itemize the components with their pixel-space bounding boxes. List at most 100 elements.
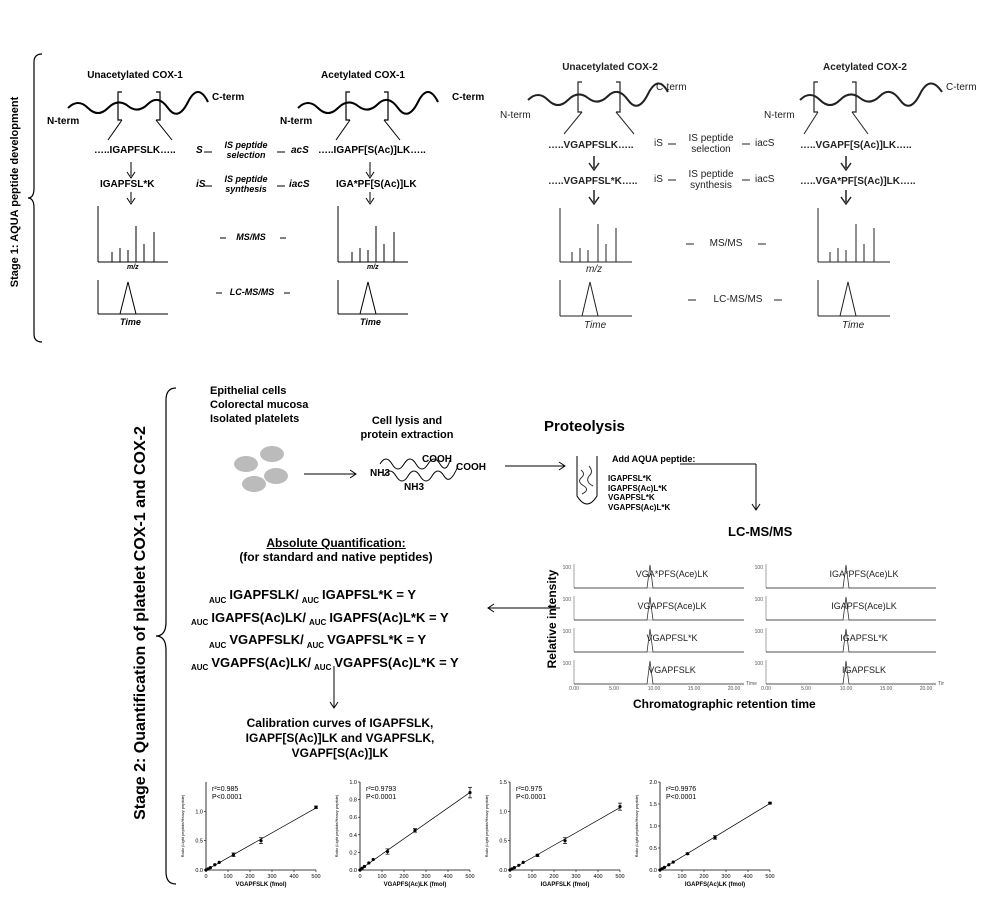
cal-data-point (259, 839, 263, 843)
cox2-ac-peptide: …..VGAPF[S(Ac)]LK….. (800, 140, 912, 151)
cal-x-tick-label: 300 (571, 874, 580, 880)
cal-x-tick-label: 500 (311, 874, 320, 880)
cox2-nterm-left: N-term (500, 110, 531, 121)
chrom-xtick: 0.00 (761, 686, 771, 692)
cal-x-label: IGAPFSLK (fmol) (541, 882, 590, 888)
add-aqua-label: Add AQUA peptide: (612, 454, 696, 464)
arrow-to-calibration (329, 666, 339, 709)
cal-y-tick-label: 0.4 (349, 833, 357, 839)
chrom-xtick: 10.00 (648, 686, 661, 692)
equation-standard: VGAPFSL*K = Y (327, 632, 427, 648)
abs-title: Absolute Quantification: (266, 536, 406, 550)
cal-y-tick-label: 1.0 (649, 824, 657, 830)
auc-subscript: AUC (209, 640, 227, 650)
cal-y-tick-label: 1.0 (195, 809, 203, 815)
cal-x-tick-label: 400 (743, 874, 752, 880)
auc-subscript: AUC (191, 663, 209, 673)
chrom-peak (574, 596, 744, 621)
chrom-time-label: Time (938, 681, 944, 687)
cox2-unac-peptide: …..VGAPFSLK….. (548, 140, 634, 151)
chrom-peak (574, 564, 744, 589)
cox1-mz-left: m/z (127, 264, 139, 271)
sample-epithelial: Epithelial cells (210, 385, 287, 397)
cox1-step-msms: MS/MS (236, 232, 266, 242)
cox2-iacs-a: iacS (755, 138, 775, 149)
chrom-xtick: 0.00 (569, 686, 579, 692)
chrom-trace-label: VGAPFSL*K (646, 633, 697, 643)
cox1-unac-title: Unacetylated COX-1 (87, 70, 183, 81)
chrom-ylabel: Relative intensity (545, 569, 559, 669)
sample-colorectal: Colorectal mucosa (210, 399, 309, 411)
chrom-ytick-100: 100 (755, 597, 764, 603)
equation-native: IGAPFSLK/ (229, 587, 299, 602)
cal-x-tick-label: 200 (549, 874, 558, 880)
cal-y-tick-label: 1.5 (649, 802, 657, 808)
cal-r2-annotation: r²=0.985 (212, 786, 238, 793)
chrom-ytick-100: 100 (563, 597, 572, 603)
chrom-peak (766, 596, 936, 621)
stage2-brace (155, 387, 177, 885)
chrom-xtick: 5.00 (801, 686, 811, 692)
cox1-iacs: iacS (289, 179, 310, 190)
cox1-step-selection: IS peptide selection (224, 140, 268, 160)
cox1-time-left: Time (120, 317, 141, 327)
cal-y-tick-label: 0.0 (349, 868, 357, 874)
proteolysis-label: Proteolysis (544, 418, 625, 435)
chrom-trace-label: IGA*PFS(Ace)LK (829, 569, 898, 579)
cox2-ac-is: …..VGA*PF[S(Ac)]LK….. (800, 176, 916, 187)
cal-y-tick-label: 1.0 (349, 780, 357, 786)
cal-data-point (535, 853, 540, 857)
cal-x-tick-label: 200 (245, 874, 254, 880)
calibration-title: Calibration curves of IGAPFSLK, IGAPF[S(… (245, 716, 435, 760)
abs-quant-title: Absolute Quantification: (for standard a… (196, 536, 476, 564)
cal-y-label: Ratio (Light peptide/Heavy peptide) (180, 794, 185, 857)
cal-x-tick-label: 100 (527, 874, 536, 880)
cal-y-tick-label: 1.5 (499, 780, 507, 786)
chrom-trace-label: IGAPFS(Ace)LK (831, 601, 897, 611)
cal-x-tick-label: 0 (658, 874, 661, 880)
cox2-step-msms: MS/MS (709, 238, 743, 249)
cox1-ac-title: Acetylated COX-1 (321, 70, 405, 81)
cox2-is-b: iS (654, 174, 663, 185)
cal-r2-annotation: r²=0.9976 (666, 786, 696, 793)
cox2-schematic (527, 81, 943, 317)
cal-p-annotation: P<0.0001 (666, 794, 696, 801)
cal-data-point (362, 864, 366, 869)
cox2-time-left: Time (584, 320, 607, 331)
cal-data-point (512, 866, 516, 870)
stage1-label: Stage 1: AQUA peptide development (9, 96, 21, 288)
cox2-is-a: iS (654, 138, 663, 149)
cal-data-point (685, 852, 690, 856)
cal-data-point (371, 857, 375, 862)
chrom-xtick: 15.00 (688, 686, 701, 692)
auc-subscript: AUC (209, 595, 227, 605)
cal-x-tick-label: 400 (443, 874, 452, 880)
cox1-step-synthesis: IS peptide synthesis (224, 174, 268, 194)
equation-standard: IGAPFSL*K = Y (322, 587, 417, 602)
cal-data-point (358, 868, 362, 872)
cal-y-tick-label: 0.0 (195, 868, 203, 874)
chrom-peak (766, 564, 936, 589)
cal-x-label: IGAPFS(Ac)LK (fmol) (685, 882, 745, 888)
cal-y-label: Ratio (Light peptide/Heavy peptide) (484, 794, 489, 857)
arrow-from-chrom (487, 603, 560, 613)
cal-x-tick-label: 300 (267, 874, 276, 880)
cal-y-tick-label: 1.0 (499, 809, 507, 815)
cox1-cterm-left: C-term (212, 92, 245, 103)
cal-data-point (314, 805, 318, 809)
cox1-ac-is: IGA*PF[S(Ac)]LK (336, 179, 417, 190)
aqua-item: VGAPFSL*K (608, 493, 655, 502)
cal-p-annotation: P<0.0001 (516, 794, 546, 801)
cox1-time-right: Time (360, 317, 381, 327)
cox2-iacs-b: iacS (755, 174, 775, 185)
cal-data-point (360, 866, 364, 870)
cox2-cterm-left: C-term (656, 82, 687, 93)
cal-x-tick-label: 0 (508, 874, 511, 880)
chrom-xtick: 20.00 (920, 686, 933, 692)
cal-y-label: Ratio (Light peptide/Heavy peptide) (334, 794, 339, 857)
cal-x-tick-label: 100 (377, 874, 386, 880)
chrom-ytick-100: 100 (563, 565, 572, 571)
